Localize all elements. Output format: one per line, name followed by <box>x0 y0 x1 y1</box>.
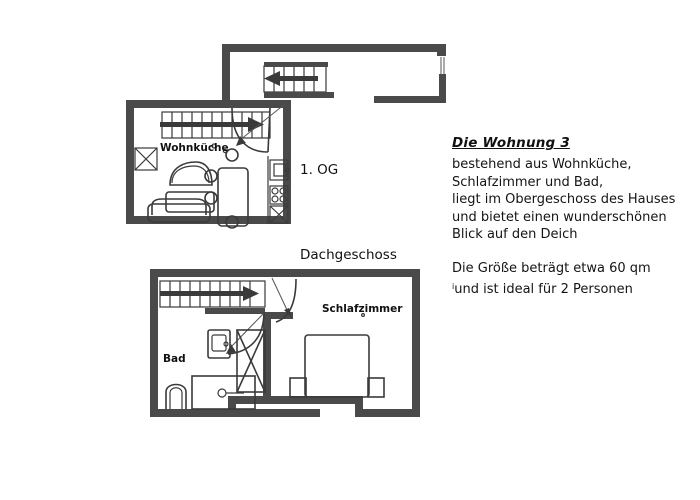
size-line-2-text: und ist ideal für 2 Personen <box>454 281 633 297</box>
bedroom-furniture <box>289 313 385 398</box>
description-line-5: Blick auf den Deich <box>452 227 578 243</box>
description-line-2: Schlafzimmer und Bad, <box>452 174 604 190</box>
floor-label-attic: Dachgeschoss <box>300 247 397 263</box>
upper-floor-plan <box>126 44 446 229</box>
staircase-attic <box>159 280 266 308</box>
description-spacer <box>452 244 692 260</box>
floor-label-upper: 1. OG <box>300 162 339 178</box>
attic-walls <box>150 269 420 417</box>
description-line-3: liegt im Obergeschoss des Hauses <box>452 192 676 208</box>
upper-walls <box>126 44 446 224</box>
bathroom-fixtures <box>165 329 266 410</box>
staircase-upper <box>160 111 271 139</box>
size-line-2: iund ist ideal für 2 Personen <box>452 278 692 299</box>
entry-door-swing <box>231 103 286 153</box>
room-label-bad: Bad <box>163 353 186 365</box>
room-label-schlafzimmer: Schlafzimmer <box>322 303 403 315</box>
attic-floor-plan <box>150 269 420 417</box>
stray-character: i <box>452 281 455 291</box>
description-line-1: bestehend aus Wohnküche, <box>452 157 632 172</box>
description-line-4: und bietet einen wunderschönen <box>452 209 667 225</box>
window-left-icon <box>134 147 158 171</box>
room-label-wohnkueche: Wohnküche <box>160 142 229 154</box>
living-furniture <box>147 143 249 229</box>
staircase-landing <box>263 62 334 98</box>
kitchen-counter <box>267 156 290 224</box>
description-title: Die Wohnung 3 <box>452 135 570 151</box>
size-line-1: Die Größe beträgt etwa 60 qm <box>452 260 651 276</box>
bedroom-door-swing <box>271 277 297 323</box>
description-block: Die Wohnung 3 bestehend aus Wohnküche, S… <box>452 132 692 298</box>
